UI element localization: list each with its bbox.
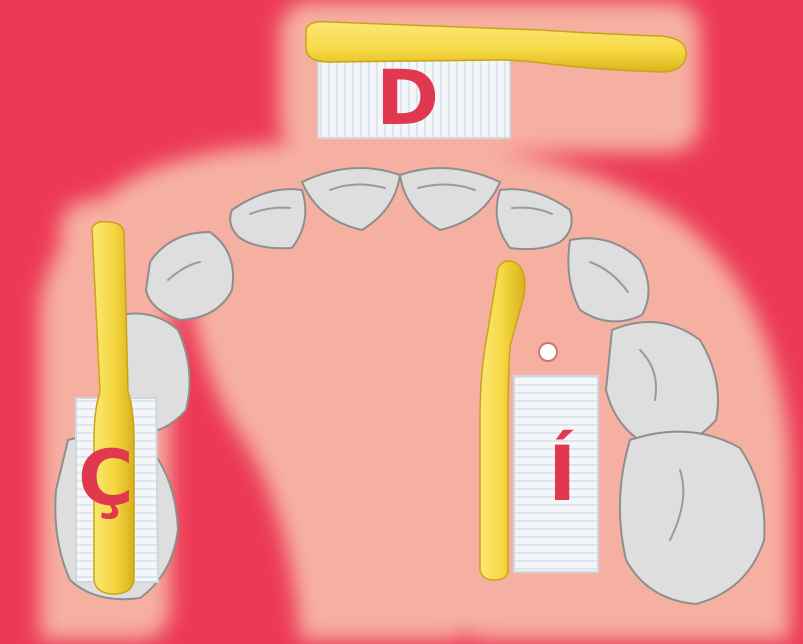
debris-dot — [539, 343, 557, 361]
tooth-icon — [620, 432, 765, 604]
label-outer-surface: Ç — [78, 440, 134, 516]
label-inner-surface: Í — [548, 436, 576, 512]
label-front-teeth: D — [376, 60, 439, 136]
